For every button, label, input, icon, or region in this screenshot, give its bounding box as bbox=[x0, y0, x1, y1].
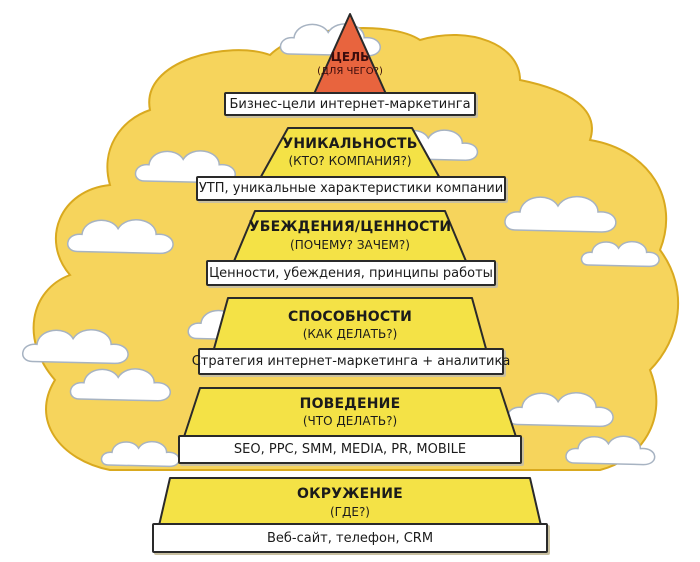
level-5-subtitle: (ГДЕ?) bbox=[329, 505, 370, 519]
level-3-title: СПОСОБНОСТИ bbox=[287, 309, 413, 325]
level-1-banner: УТП, уникальные характеристики компании bbox=[196, 176, 506, 201]
level-2-subtitle: (ПОЧЕМУ? ЗАЧЕМ?) bbox=[290, 238, 410, 252]
level-2-title: УБЕЖДЕНИЯ/ЦЕННОСТИ bbox=[248, 219, 452, 235]
decorative-clouds bbox=[22, 23, 660, 468]
cloud bbox=[507, 392, 614, 428]
peak-title: ЦЕЛЬ bbox=[330, 50, 370, 64]
level-5-banner: Веб-сайт, телефон, CRM bbox=[152, 523, 548, 553]
peak-banner: Бизнес-цели интернет-маркетинга bbox=[224, 92, 476, 116]
level-5-title: ОКРУЖЕНИЕ bbox=[297, 486, 403, 502]
cloud bbox=[504, 195, 617, 233]
cloud bbox=[565, 435, 656, 466]
cloud bbox=[69, 368, 171, 402]
cloud bbox=[580, 240, 660, 268]
pyramid-levels bbox=[157, 13, 543, 531]
cloud bbox=[134, 150, 236, 184]
level-1-subtitle: (КТО? КОМПАНИЯ?) bbox=[288, 154, 412, 168]
cloud bbox=[22, 329, 129, 365]
peak-subtitle: (ДЛЯ ЧЕГО?) bbox=[317, 66, 383, 77]
cloud bbox=[67, 219, 174, 255]
level-3-banner: Стратегия интернет-маркетинга + аналитик… bbox=[192, 348, 510, 375]
level-2-banner: Ценности, убеждения, принципы работы bbox=[206, 260, 496, 286]
level-4-title: ПОВЕДЕНИЕ bbox=[299, 396, 401, 412]
level-3-subtitle: (КАК ДЕЛАТЬ?) bbox=[302, 327, 398, 341]
level-4-subtitle: (ЧТО ДЕЛАТЬ?) bbox=[302, 414, 398, 428]
level-1-title: УНИКАЛЬНОСТЬ bbox=[282, 136, 418, 152]
level-4-banner: SEO, PPC, SMM, MEDIA, PR, MOBILE bbox=[178, 435, 522, 464]
